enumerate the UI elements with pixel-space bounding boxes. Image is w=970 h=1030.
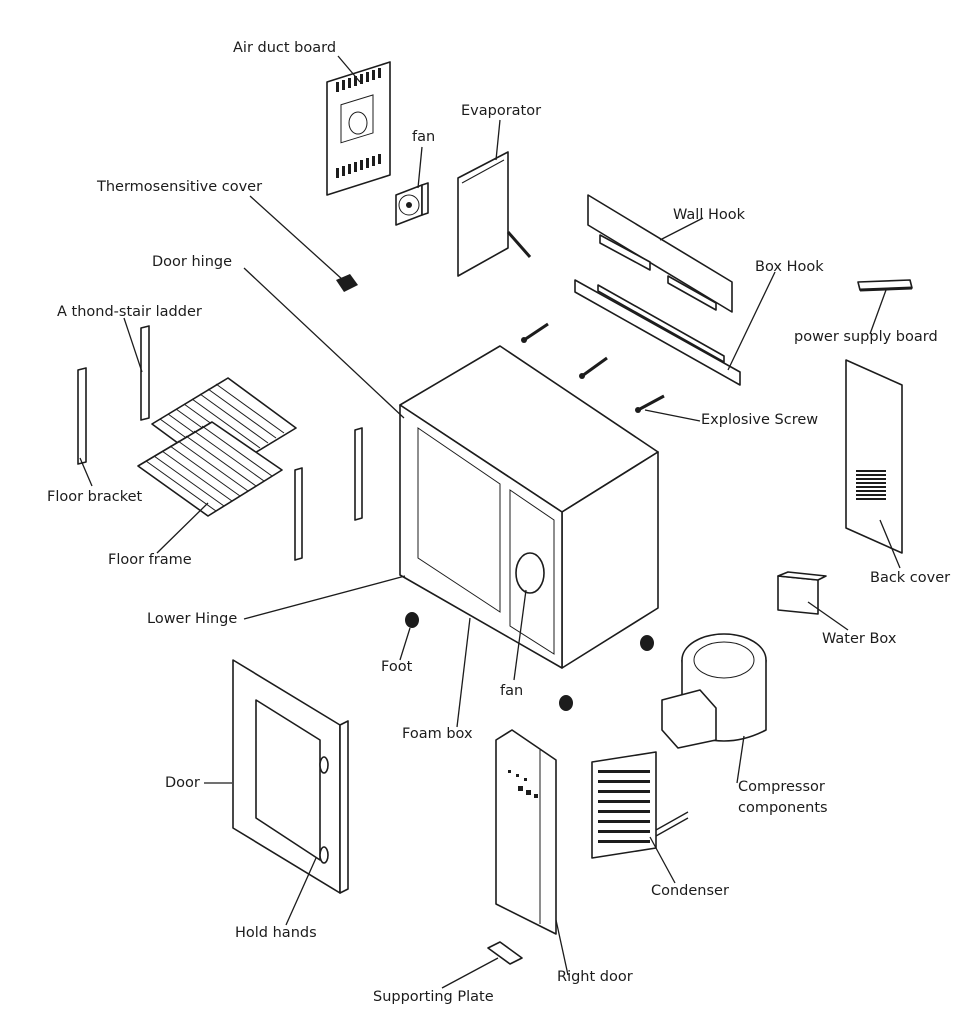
evaporator-part [457, 151, 532, 277]
label-ladder: A thond-stair ladder [57, 304, 202, 320]
label-floor-frame: Floor frame [108, 552, 192, 568]
condenser-part [591, 751, 689, 859]
supporting-plate-part [487, 941, 523, 965]
label-fan-bottom: fan [500, 683, 524, 699]
label-right-door: Right door [557, 969, 633, 985]
label-door-hinge: Door hinge [152, 254, 233, 270]
label-explosive-screw: Explosive Screw [701, 412, 819, 428]
leader-lines [79, 55, 901, 989]
label-air-duct-board: Air duct board [233, 40, 337, 56]
compressor-part [661, 633, 767, 749]
label-wall-hook: Wall Hook [673, 207, 746, 223]
wall-hook-part [587, 194, 733, 313]
ladders-part [77, 325, 363, 561]
label-foot: Foot [381, 659, 413, 675]
label-supporting-plate: Supporting Plate [373, 989, 494, 1005]
label-hold-hands: Hold hands [235, 925, 317, 941]
label-fan-top: fan [412, 129, 436, 145]
power-supply-board-part [857, 279, 913, 292]
top-fan-part [395, 182, 429, 226]
air-duct-board-part [326, 61, 391, 196]
label-compressor-line2: components [738, 800, 828, 816]
label-condenser: Condenser [651, 883, 729, 899]
label-door: Door [165, 775, 200, 791]
label-lower-hinge: Lower Hinge [147, 611, 238, 627]
label-floor-bracket: Floor bracket [47, 489, 143, 505]
label-foam-box: Foam box [402, 726, 473, 742]
right-door-part [495, 729, 557, 935]
explosive-screws-part [521, 322, 665, 413]
door-part [232, 659, 349, 894]
back-cover-part [845, 359, 903, 554]
water-box-part [777, 571, 827, 615]
foam-box-part [399, 345, 659, 669]
label-power-supply-board: power supply board [794, 329, 938, 345]
label-water-box: Water Box [822, 631, 897, 647]
floor-frame-racks-part [137, 377, 297, 517]
label-thermosensitive-cover: Thermosensitive cover [97, 179, 263, 195]
label-box-hook: Box Hook [755, 259, 824, 275]
label-evaporator: Evaporator [461, 103, 542, 119]
box-hook-part [574, 279, 741, 386]
feet-part [405, 612, 654, 711]
label-back-cover: Back cover [870, 570, 951, 586]
label-compressor-line1: Compressor [738, 779, 825, 795]
